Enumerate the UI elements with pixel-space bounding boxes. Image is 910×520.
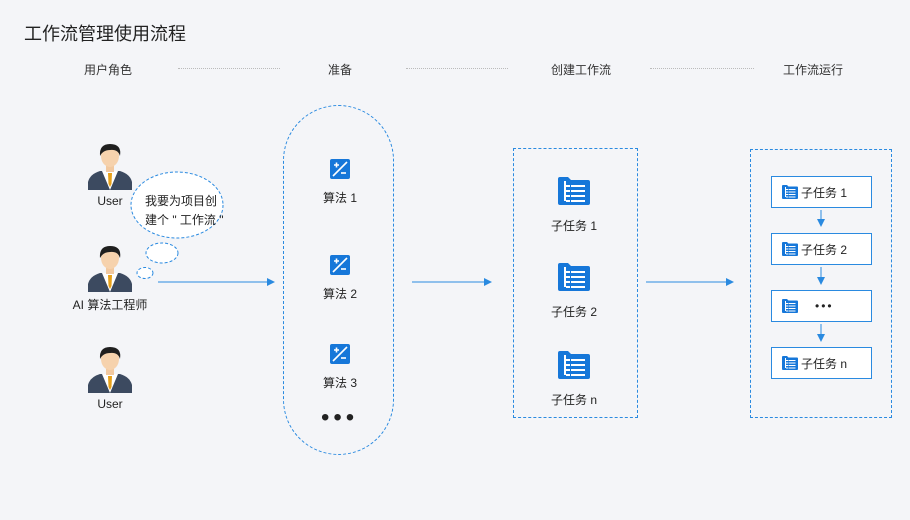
- algorithm-label: 算法 2: [322, 287, 357, 301]
- plus-minus-icon: [330, 255, 350, 275]
- algorithm-label: 算法 3: [322, 376, 357, 390]
- stage-user-roles: 用户角色: [83, 63, 132, 77]
- role-user-top: User: [80, 140, 140, 208]
- role-ai-engineer: AI 算法工程师: [70, 242, 150, 313]
- subtask-label: 子任务 2: [550, 305, 597, 319]
- task-list-icon: [782, 299, 798, 313]
- algorithm-item: 算法 1: [280, 159, 400, 206]
- stage-divider: [178, 68, 280, 69]
- stage-create-workflow: 创建工作流: [550, 63, 611, 77]
- run-task-box: 子任务 1: [771, 176, 872, 208]
- diagram-title: 工作流管理使用流程: [24, 24, 186, 44]
- run-task-label: 子任务 n: [801, 356, 848, 371]
- algorithm-ellipsis: •••: [321, 404, 359, 431]
- plus-minus-icon: [330, 159, 350, 179]
- stage-workflow-run: 工作流运行: [782, 63, 843, 77]
- task-list-icon: [782, 356, 798, 370]
- stage-prepare: 准备: [327, 63, 352, 77]
- role-user-bottom: User: [80, 343, 140, 411]
- task-list-icon: [782, 242, 798, 256]
- run-task-box: •••: [771, 290, 872, 322]
- task-list-icon: [558, 177, 590, 205]
- thought-bubble: [130, 171, 224, 279]
- create-workflow-container: [513, 148, 638, 418]
- run-task-label: 子任务 2: [801, 242, 848, 257]
- role-label: User: [97, 397, 123, 411]
- run-task-box: 子任务 2: [771, 233, 872, 265]
- subtask-label: 子任务 1: [550, 219, 597, 233]
- subtask-item: 子任务 1: [514, 177, 634, 234]
- speech-text: 我要为项目创 建个 " 工作流 ": [145, 192, 224, 230]
- run-task-ellipsis: •••: [815, 299, 834, 313]
- task-list-icon: [558, 263, 590, 291]
- stage-divider: [650, 68, 754, 69]
- run-task-box: 子任务 n: [771, 347, 872, 379]
- speech-line: 建个 " 工作流 ": [145, 213, 224, 227]
- prepare-container: [283, 105, 394, 455]
- workflow-run-container: [750, 149, 892, 418]
- subtask-item: 子任务 n: [514, 351, 634, 408]
- task-list-icon: [558, 351, 590, 379]
- algorithm-item: 算法 3: [280, 344, 400, 391]
- speech-line: 我要为项目创: [145, 194, 218, 208]
- stage-divider: [406, 68, 508, 69]
- subtask-item: 子任务 2: [514, 263, 634, 320]
- algorithm-item: 算法 2: [280, 255, 400, 302]
- algorithm-label: 算法 1: [322, 191, 357, 205]
- plus-minus-icon: [330, 344, 350, 364]
- task-list-icon: [782, 185, 798, 199]
- subtask-label: 子任务 n: [550, 393, 597, 407]
- role-label: AI 算法工程师: [72, 298, 148, 312]
- role-label: User: [97, 194, 123, 208]
- run-task-label: 子任务 1: [801, 185, 848, 200]
